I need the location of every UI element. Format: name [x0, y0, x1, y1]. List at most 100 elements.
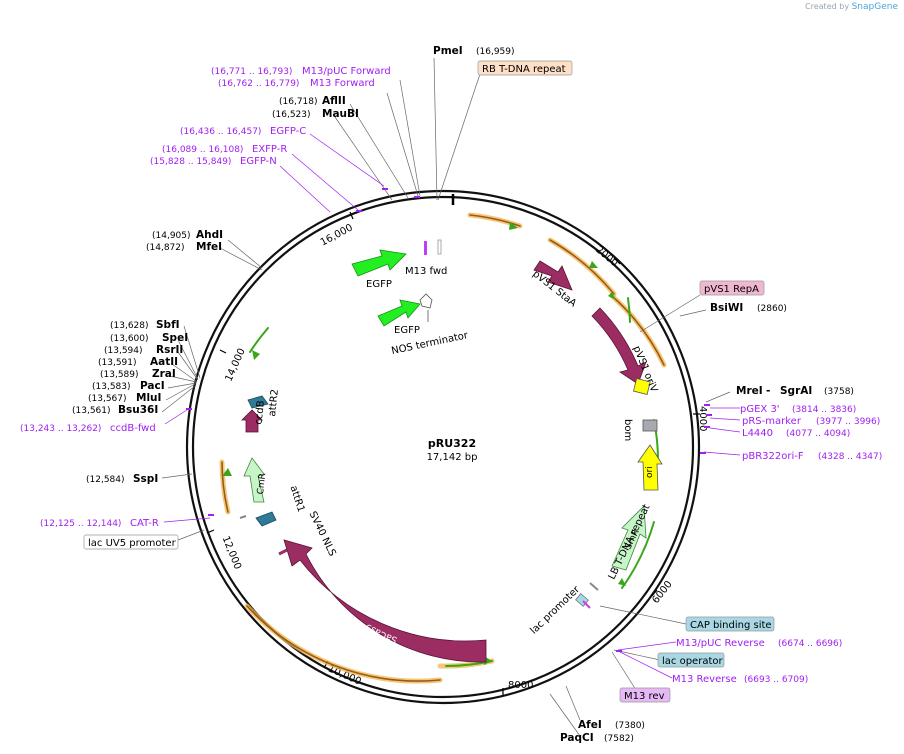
enzyme-aflii-pos: (16,718)	[279, 97, 318, 107]
leader-lines	[161, 57, 741, 737]
primer-m13-fwd-pos: (16,762 .. 16,779)	[218, 79, 299, 89]
attr1-label: attR1	[287, 484, 306, 513]
tick-16000: 16,000	[319, 211, 355, 249]
backbone-inner	[191, 195, 695, 699]
tick-4000: 4000	[693, 406, 708, 431]
primer-prs-marker-pos: (3977 .. 3996)	[816, 417, 880, 427]
enzyme-bsiwi-pos: (2860)	[757, 304, 787, 314]
ccdb-arrow	[241, 409, 263, 433]
enzyme-afei-pos: (7380)	[615, 721, 645, 731]
enzyme-ahdi: AhdI	[196, 229, 223, 241]
ori-arrow	[637, 444, 663, 491]
primer-marks	[186, 188, 712, 652]
bom-box	[642, 419, 658, 432]
enzyme-bsiwi: BsiWI	[710, 302, 743, 314]
primer-m13-rev-pos: (6693 .. 6709)	[744, 675, 808, 685]
green-track	[249, 297, 659, 667]
primer-egfp-n-pos: (15,828 .. 15,849)	[150, 157, 231, 167]
primer-exfp-r: EXFP-R	[252, 144, 287, 155]
tick-14000: 14,000	[219, 347, 248, 383]
enzyme-sbfi: SbfI	[156, 319, 180, 331]
m13-rev-label: M13 rev	[624, 691, 665, 702]
m13-rev-box	[619, 687, 671, 703]
primer-m13puc-fwd-pos: (16,771 .. 16,793)	[211, 67, 292, 77]
primer-ccdb-fwd-pos: (13,243 .. 13,262)	[20, 424, 101, 434]
sacas9-arrow	[283, 539, 487, 663]
attr1-shape	[255, 511, 277, 527]
plasmid-length: 17,142 bp	[427, 452, 478, 463]
cap-binding-box	[685, 616, 775, 632]
ori-small-box	[633, 377, 651, 395]
enzyme-sspi: SspI	[133, 473, 158, 485]
primer-cat-r: CAT-R	[130, 518, 159, 529]
enzyme-mlui-pos: (13,567)	[88, 394, 127, 404]
attr2-label: attR2	[267, 389, 281, 417]
cmr-label: CmR	[256, 473, 268, 495]
plasmid-name: pRU322	[428, 437, 476, 450]
enzyme-mfei-pos: (14,872)	[146, 243, 185, 253]
primer-m13puc-rev: M13/pUC Reverse	[676, 638, 765, 649]
primer-pgex3-pos: (3814 .. 3836)	[792, 405, 856, 415]
enzyme-paci-pos: (13,583)	[92, 382, 131, 392]
primer-m13-fwd: M13 Forward	[310, 78, 375, 89]
lac-operator-label: lac operator	[662, 656, 723, 667]
enzyme-mfei: MfeI	[196, 241, 222, 253]
snapgene-credit: Created by SnapGene	[805, 2, 898, 12]
primer-l4440-pos: (4077 .. 4094)	[786, 429, 850, 439]
primer-m13puc-rev-pos: (6674 .. 6696)	[778, 639, 842, 649]
rb-tdna-label: RB T-DNA repeat	[482, 64, 566, 75]
primer-exfp-r-pos: (16,089 .. 16,108)	[162, 145, 243, 155]
enzyme-aflii: AflII	[322, 95, 346, 107]
nos-terminator-shape	[419, 293, 433, 309]
svg-text:-: -	[766, 385, 770, 397]
green-arrowheads	[222, 222, 626, 665]
enzyme-ahdi-pos: (14,905)	[152, 231, 191, 241]
enzyme-pmei: PmeI	[433, 45, 463, 57]
lb-tdna-label: LB T-DNA repeat	[607, 503, 653, 582]
enzyme-spei-pos: (13,600)	[110, 334, 149, 344]
egfp-label-1: EGFP	[366, 279, 392, 290]
primer-ccdb-fwd: ccdB-fwd	[110, 423, 156, 434]
enzyme-mrei-pos: (3758)	[824, 387, 854, 397]
rb-tdna-box	[477, 60, 573, 76]
enzyme-afei: AfeI	[578, 719, 602, 731]
enzyme-rsrii-pos: (13,594)	[104, 346, 143, 356]
primer-l4440: L4440	[742, 428, 773, 439]
sv40-nls-mark	[278, 548, 288, 556]
primer-pbr322ori-f: pBR322ori-F	[742, 451, 804, 462]
backbone-outer	[185, 189, 701, 705]
bom-label: bom	[622, 419, 633, 441]
ccdb-label: ccdB	[253, 400, 266, 425]
primer-pgex3: pGEX 3'	[740, 404, 780, 415]
lac-uv5-label: lac UV5 promoter	[88, 538, 177, 549]
tick-label: 14,000	[224, 347, 248, 383]
tick-8000: 8000	[502, 680, 533, 696]
pvs1-repa-box	[699, 280, 765, 296]
enzyme-bsu36i-pos: (13,561)	[72, 406, 111, 416]
primer-cat-r-pos: (12,125 .. 12,144)	[40, 519, 121, 529]
enzyme-aatii-pos: (13,591)	[98, 358, 137, 368]
primer-m13puc-fwd: M13/pUC Forward	[302, 66, 391, 77]
enzyme-paci: PacI	[140, 380, 165, 392]
enzyme-maubi: MauBI	[322, 108, 359, 120]
enzyme-zrai-pos: (13,589)	[100, 370, 139, 380]
primer-m13-rev: M13 Reverse	[672, 674, 737, 685]
enzyme-aatii: AatII	[150, 356, 178, 368]
enzyme-sgrai: SgrAI	[780, 385, 812, 397]
enzyme-bsu36i: Bsu36I	[118, 404, 158, 416]
snapgene-logo: SnapGene	[851, 2, 898, 12]
pvs1-repa-label: pVS1 RepA	[704, 284, 759, 295]
smr-arrow	[611, 505, 647, 571]
lac-operator-box	[657, 652, 725, 668]
m13-fwd-mark	[424, 241, 427, 255]
m13-fwd-label: M13 fwd	[405, 266, 447, 277]
orange-track	[219, 212, 667, 684]
enzyme-mlui: MluI	[136, 392, 161, 404]
egfp-arrow-2	[377, 299, 421, 327]
lac-promoter-label: lac promoter	[528, 584, 582, 637]
tick-label: 2000	[593, 244, 620, 269]
enzyme-paqci: PaqCI	[560, 732, 594, 744]
primer-egfp-n: EGFP-N	[240, 156, 277, 167]
primer-pbr322ori-f-pos: (4328 .. 4347)	[818, 452, 882, 462]
